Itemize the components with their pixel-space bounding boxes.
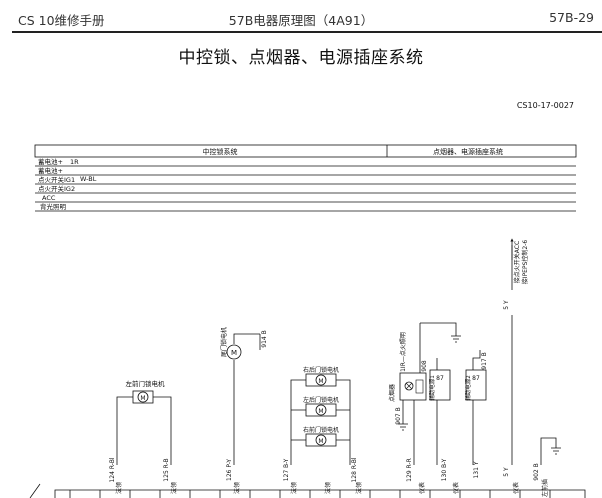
bottom-label-h: 仪表 xyxy=(452,482,460,494)
rail-label-2: 蓄电池+ xyxy=(38,166,63,175)
label-lighter-light: 1IR—点火照明 xyxy=(399,332,407,372)
header-section-title: 57B电器原理图（4A91） xyxy=(228,13,374,28)
ground-symbol-lighter xyxy=(398,423,408,431)
system-header-row xyxy=(34,144,577,158)
header-page-number: 57B-29 xyxy=(549,10,594,25)
bottom-label-i: 仪表 xyxy=(512,482,520,494)
wire-left-front-motor xyxy=(116,396,172,465)
label-right-rear-motor: 右后门锁电机 xyxy=(303,366,339,374)
rail-label-3: 点火开关IG1 xyxy=(38,175,75,184)
wire-label-917: 917 B xyxy=(481,352,488,369)
motor-left-rear: M xyxy=(305,403,337,417)
wire-label-124: 124 R-Bl xyxy=(109,457,116,482)
wire-label-128: 128 R-Bl xyxy=(351,457,358,482)
bottom-label-j: 左前插 xyxy=(541,479,549,497)
bottom-connector-bar xyxy=(29,483,586,498)
socket-2-pin: 87 xyxy=(472,375,480,382)
motor-right-front: M xyxy=(305,433,337,447)
wire-tailgate xyxy=(233,333,260,465)
svg-text:M: M xyxy=(231,349,237,357)
lighter-unit xyxy=(399,372,427,401)
socket-1-pin: 87 xyxy=(436,375,444,382)
label-socket-2: 辅助电源2 xyxy=(464,375,472,401)
wire-label-130: 130 B-Y xyxy=(441,458,448,481)
rail-label-4: 点火开关IG2 xyxy=(38,184,75,193)
wire-door-motor-bus xyxy=(290,379,351,465)
wire-lighter-feed xyxy=(419,322,457,373)
svg-text:M: M xyxy=(318,378,323,385)
rail-label-1: 蓄电池+ xyxy=(38,157,63,166)
svg-text:M: M xyxy=(140,395,145,402)
bottom-label-e: 法领 xyxy=(324,482,332,494)
rail-label-5: ACC xyxy=(42,194,56,202)
document-id: CS10-17-0027 xyxy=(516,101,574,110)
ground-symbol-902 xyxy=(551,447,561,455)
motor-left-front: M xyxy=(132,390,154,404)
ground-symbol-socket xyxy=(451,335,461,343)
rail-tag-3: W-BL xyxy=(80,175,97,183)
wire-socket2 xyxy=(472,350,481,465)
wire-label-914: 914 B xyxy=(261,330,268,347)
label-socket-1: 辅助电源1 xyxy=(428,375,436,401)
wire-label-131: 131 Y xyxy=(473,461,480,478)
socket-2-unit: 87 xyxy=(465,369,487,401)
wire-label-907: 907 B xyxy=(395,407,402,424)
bottom-label-d: 法领 xyxy=(290,482,298,494)
wire-label-5y-top: 5 Y xyxy=(503,300,510,310)
wire-label-5y-bottom: 5 Y xyxy=(503,467,510,477)
wire-902 xyxy=(540,437,557,465)
bottom-label-g: 仪表 xyxy=(418,482,426,494)
page-title: 中控锁、点烟器、电源插座系统 xyxy=(178,48,424,68)
bottom-label-f: 法领 xyxy=(355,482,363,494)
bottom-label-c: 法领 xyxy=(233,482,241,494)
page-header: CS 10维修手册 57B电器原理图（4A91） 57B-29 xyxy=(0,0,602,33)
wire-label-125: 125 R-B xyxy=(163,458,170,481)
wire-label-129: 129 R-R xyxy=(406,458,413,482)
rail-label-6: 背光照明 xyxy=(40,202,67,211)
label-left-rear-motor: 左后门锁电机 xyxy=(303,396,339,404)
motor-tailgate: M xyxy=(226,344,242,360)
system-label-lighter-socket: 点烟器、电源插座系统 xyxy=(433,147,503,156)
label-tailgate-motor: 尾门锁电机 xyxy=(220,327,228,357)
svg-text:M: M xyxy=(318,438,323,445)
label-acc-note-2: 接IPEPS控制2-6 xyxy=(521,240,529,285)
motor-right-rear: M xyxy=(305,373,337,387)
label-acc-note-1: 接点火开关ACC xyxy=(513,241,521,283)
header-manual-title: CS 10维修手册 xyxy=(18,13,105,28)
socket-1-unit: 87 xyxy=(429,369,451,401)
label-left-front-motor: 左前门锁电机 xyxy=(126,379,166,388)
header-rule xyxy=(12,31,602,33)
svg-text:M: M xyxy=(318,408,323,415)
bottom-label-b: 法领 xyxy=(170,482,178,494)
wire-label-126: 126 P-Y xyxy=(226,459,233,481)
wire-label-908: 908 xyxy=(421,360,428,372)
system-label-central-lock: 中控锁系统 xyxy=(203,147,238,156)
wire-label-127: 127 B-Y xyxy=(283,458,290,481)
bottom-label-a: 法领 xyxy=(115,482,123,494)
rail-tag-1: 1R xyxy=(70,158,79,166)
label-right-front-motor: 右前门锁电机 xyxy=(303,426,339,434)
label-lighter: 点烟器 xyxy=(388,384,396,402)
wire-label-902: 902 B xyxy=(533,463,540,480)
power-rails xyxy=(35,165,576,212)
